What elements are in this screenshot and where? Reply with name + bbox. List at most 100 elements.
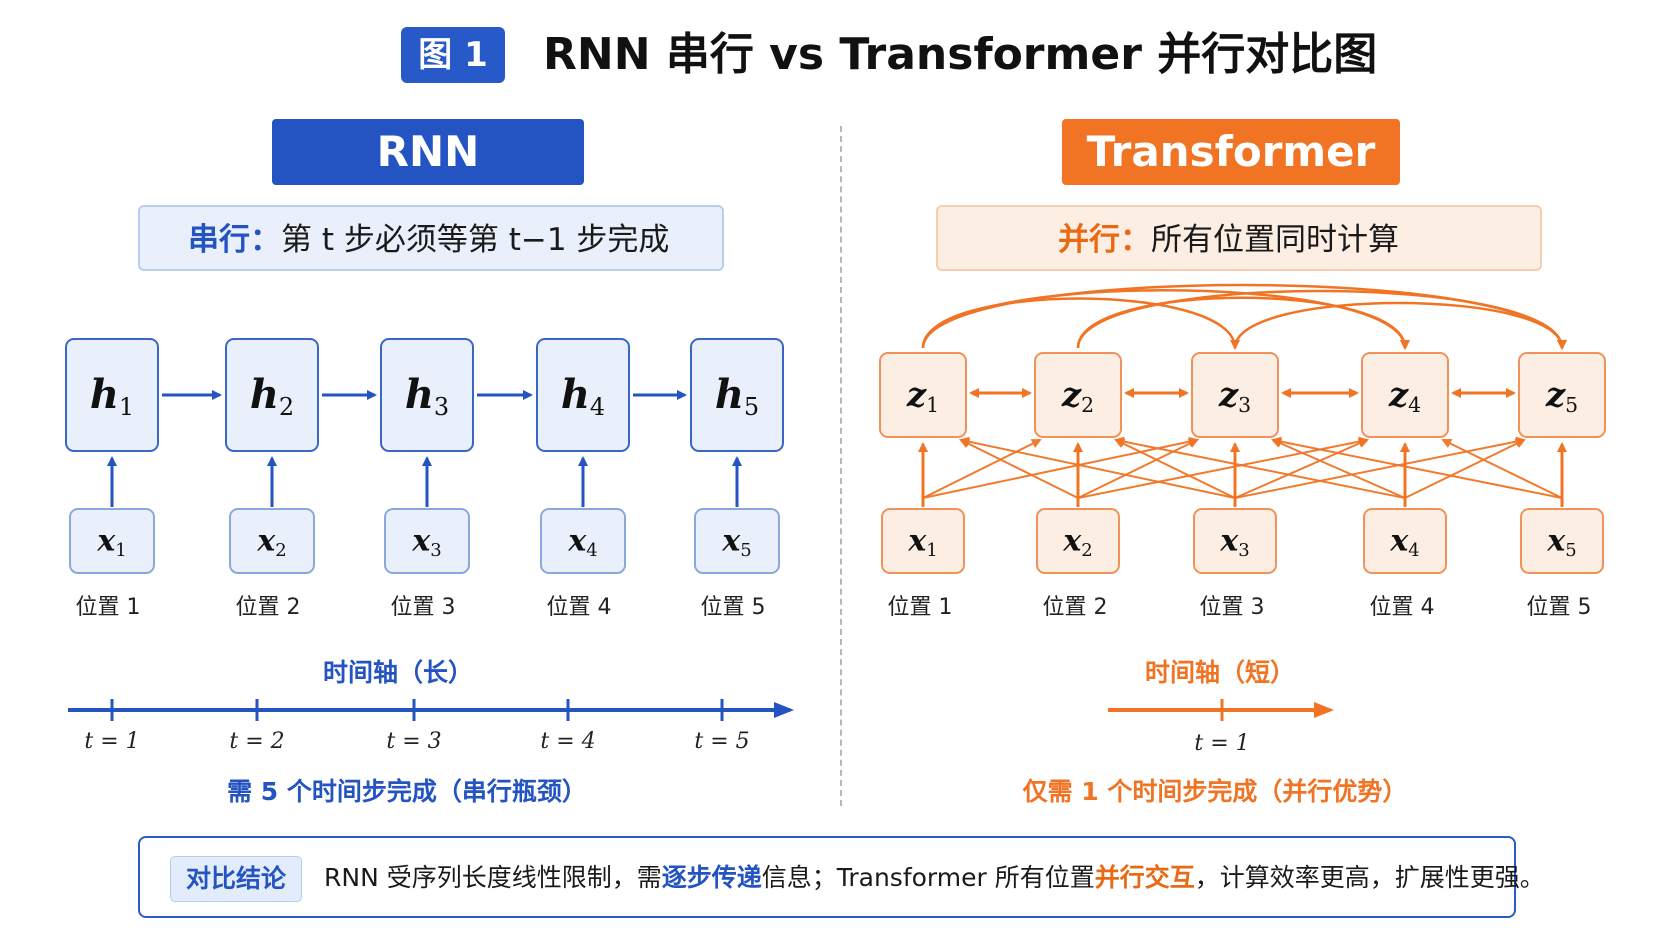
tf-cross-link-1-2 xyxy=(922,439,1042,499)
rnn-position-5: 位置 5 xyxy=(701,595,766,620)
tf-cross-link-2-3 xyxy=(1077,439,1199,499)
tf-output-2-label: z2 xyxy=(1061,375,1094,417)
tf-output-3-box xyxy=(1191,352,1279,438)
rnn-position-2: 位置 2 xyxy=(236,595,301,620)
tf-output-4-box xyxy=(1361,352,1449,438)
conclusion-highlight-1: 逐步传递 xyxy=(661,863,762,892)
tf-attention-arc-6 xyxy=(921,283,1567,350)
rnn-input-1: x1 xyxy=(69,508,155,574)
rnn-hidden-1: h1 xyxy=(65,338,159,452)
tf-position-5: 位置 5 xyxy=(1527,595,1592,620)
tf-footer: 仅需 1 个时间步完成（并行优势） xyxy=(1023,777,1408,806)
tf-cross-link-2-4 xyxy=(1077,436,1369,499)
tf-input-2-box xyxy=(1036,508,1120,574)
conclusion-part3: ，计算效率更高，扩展性更强。 xyxy=(1194,863,1545,892)
tf-cross-link-3-4 xyxy=(1234,438,1369,499)
tf-cross-link-5-3 xyxy=(1271,436,1563,499)
rnn-hidden-3-box xyxy=(380,338,474,452)
tf-cross-link-3-1 xyxy=(959,436,1236,499)
rnn-input-2: x2 xyxy=(229,508,315,574)
rnn-timeline-label: 时间轴（长） xyxy=(323,658,473,687)
rnn-subtitle-key: 串行： xyxy=(188,222,281,258)
rnn-position-1: 位置 1 xyxy=(76,595,141,620)
tf-attention-arc-2 xyxy=(921,289,1410,350)
conclusion-highlight-2: 并行交互 xyxy=(1094,863,1195,892)
rnn-tick-label-1: t = 1 xyxy=(84,729,139,754)
rnn-hidden-4: h4 xyxy=(536,338,630,452)
tf-position-3: 位置 3 xyxy=(1200,595,1265,620)
tf-input-1-box xyxy=(881,508,965,574)
page-title: RNN 串行 vs Transformer 并行对比图 xyxy=(543,29,1378,80)
tf-input-3: x3 xyxy=(1193,508,1277,574)
tf-timeline-label: 时间轴（短） xyxy=(1145,658,1295,687)
tf-attention-arc-4 xyxy=(1076,289,1567,350)
transformer-subtitle: 并行：所有位置同时计算 xyxy=(936,205,1542,271)
rnn-input-3: x3 xyxy=(384,508,470,574)
tf-position-1: 位置 1 xyxy=(888,595,953,620)
tf-tick-label-1: t = 1 xyxy=(1194,731,1249,756)
tf-output-1-label: z1 xyxy=(906,375,939,417)
rnn-input-5-label: x5 xyxy=(721,524,751,561)
rnn-input-2-label: x2 xyxy=(256,524,286,561)
tf-output-5-box xyxy=(1518,352,1606,438)
rnn-position-3: 位置 3 xyxy=(391,595,456,620)
rnn-hidden-5-label: h5 xyxy=(715,371,759,421)
tf-cross-link-1-3 xyxy=(922,436,1199,499)
tf-input-5-box xyxy=(1520,508,1604,574)
rnn-input-3-label: x3 xyxy=(411,524,441,561)
tf-cross-link-4-3 xyxy=(1271,438,1406,499)
rnn-hidden-2-box xyxy=(225,338,319,452)
rnn-hidden-1-label: h1 xyxy=(90,371,134,421)
rnn-hidden-5-box xyxy=(690,338,784,452)
rnn-tick-label-3: t = 3 xyxy=(386,729,441,754)
tf-input-4: x4 xyxy=(1363,508,1447,574)
tf-output-4: z4 xyxy=(1361,352,1449,438)
tf-attention-arc-5 xyxy=(1233,301,1567,350)
rnn-position-4: 位置 4 xyxy=(547,595,612,620)
rnn-input-2-box xyxy=(229,508,315,574)
conclusion-box: 对比结论 RNN 受序列长度线性限制，需逐步传递信息；Transformer 所… xyxy=(138,836,1545,918)
tf-output-1-box xyxy=(879,352,967,438)
rnn-footer: 需 5 个时间步完成（串行瓶颈） xyxy=(227,777,587,806)
tf-output-5-label: z5 xyxy=(1545,375,1578,417)
tf-cross-link-3-5 xyxy=(1234,436,1526,499)
rnn-input-4-label: x4 xyxy=(567,524,597,561)
rnn-tick-label-2: t = 2 xyxy=(229,729,284,754)
figure-badge: 图 1 xyxy=(401,27,505,83)
tf-cross-link-5-4 xyxy=(1441,439,1563,499)
tf-position-4: 位置 4 xyxy=(1370,595,1435,620)
tf-input-1: x1 xyxy=(881,508,965,574)
tf-output-2: z2 xyxy=(1034,352,1122,438)
rnn-input-4: x4 xyxy=(540,508,626,574)
tf-input-4-box xyxy=(1363,508,1447,574)
rnn-tick-label-4: t = 4 xyxy=(540,729,595,754)
rnn-tick-label-5: t = 5 xyxy=(694,729,749,754)
rnn-hidden-1-box xyxy=(65,338,159,452)
rnn-input-1-box xyxy=(69,508,155,574)
rnn-hidden-3-label: h3 xyxy=(405,371,449,421)
tf-input-4-label: x4 xyxy=(1389,524,1419,561)
conclusion-part1: RNN 受序列长度线性限制，需 xyxy=(324,863,662,892)
tf-cross-link-4-2 xyxy=(1114,436,1406,499)
rnn-input-4-box xyxy=(540,508,626,574)
tf-output-3: z3 xyxy=(1191,352,1279,438)
conclusion-part2: 信息；Transformer 所有位置 xyxy=(761,863,1095,892)
rnn-input-1-label: x1 xyxy=(96,524,126,561)
rnn-hidden-4-box xyxy=(536,338,630,452)
transformer-subtitle-text: 所有位置同时计算 xyxy=(1151,222,1399,258)
conclusion-tag: 对比结论 xyxy=(170,856,302,902)
tf-output-5: z5 xyxy=(1518,352,1606,438)
tf-output-2-box xyxy=(1034,352,1122,438)
rnn-input-5: x5 xyxy=(694,508,780,574)
tf-input-1-label: x1 xyxy=(907,524,937,561)
tf-cross-link-3-2 xyxy=(1114,439,1236,499)
tf-position-2: 位置 2 xyxy=(1043,595,1108,620)
rnn-subtitle-text: 第 t 步必须等第 t−1 步完成 xyxy=(281,222,670,258)
tf-input-5-label: x5 xyxy=(1546,524,1576,561)
conclusion-text: RNN 受序列长度线性限制，需逐步传递信息；Transformer 所有位置并行… xyxy=(324,856,1545,900)
rnn-hidden-4-label: h4 xyxy=(561,371,605,421)
rnn-header: RNN xyxy=(272,119,584,185)
tf-input-2-label: x2 xyxy=(1062,524,1092,561)
tf-cross-link-4-5 xyxy=(1404,439,1526,499)
